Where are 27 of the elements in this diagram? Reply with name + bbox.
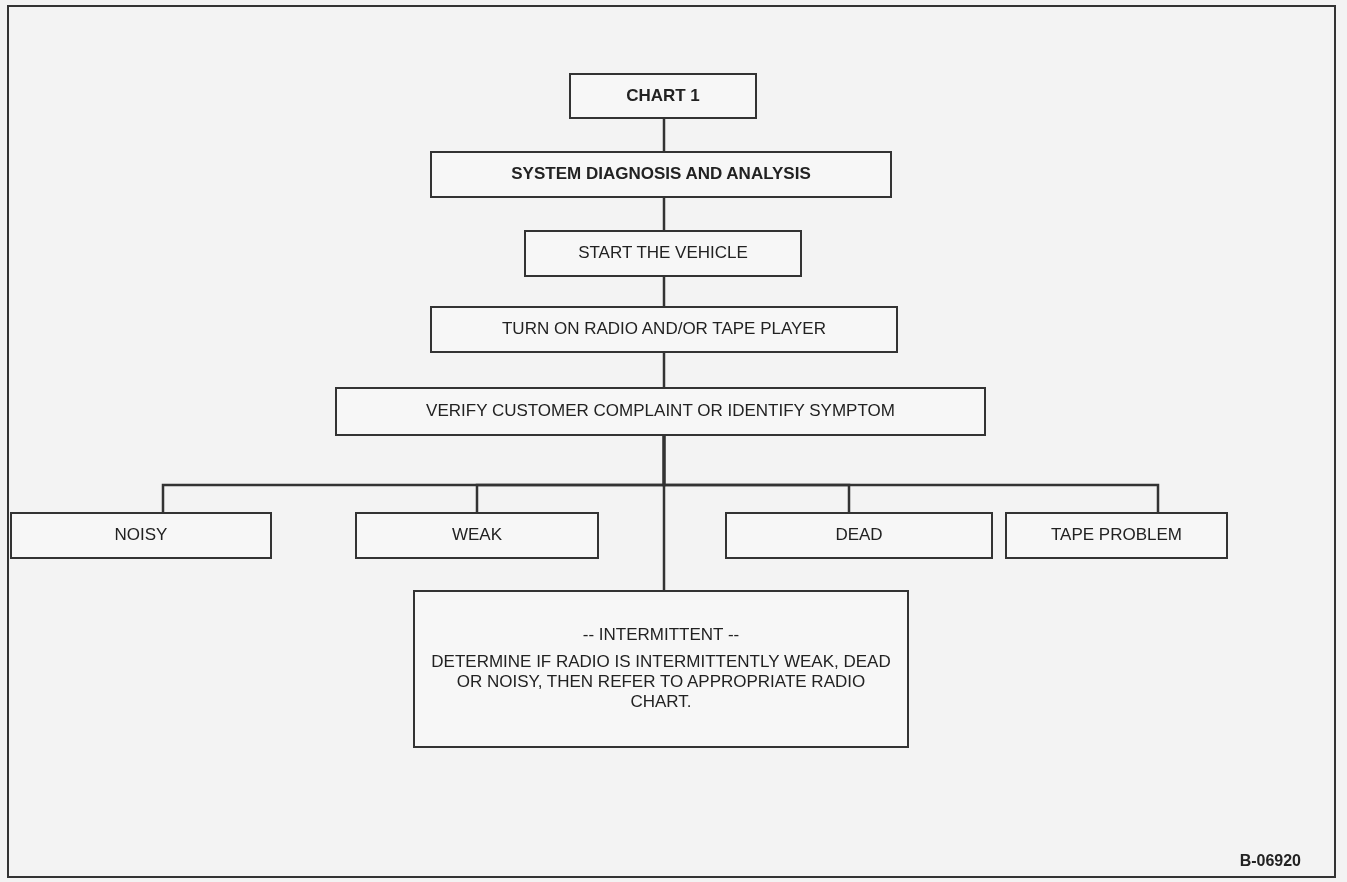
process-box <box>430 151 892 198</box>
process-box <box>413 590 909 748</box>
box-label: NOISY <box>114 525 168 546</box>
box-heading: -- INTERMITTENT -- <box>582 625 740 646</box>
process-box <box>335 387 986 436</box>
process-box <box>569 73 757 119</box>
figure-code: B-06920 <box>1239 852 1301 870</box>
connector-line <box>662 436 666 590</box>
box-label: CHART 1 <box>626 85 700 107</box>
connector-line <box>662 353 666 387</box>
box-label: TAPE PROBLEM <box>1051 525 1182 546</box>
box-text: DETERMINE IF RADIO IS INTERMITTENTLY WEAK, DEAD OR NOISY, THEN REFER TO APPROPRIATE RADIO CHART. <box>430 651 892 713</box>
process-box <box>10 512 272 559</box>
process-box <box>1005 512 1228 559</box>
box-label: TURN ON RADIO AND/OR TAPE PLAYER <box>502 319 826 340</box>
box-label: DEAD <box>835 525 883 546</box>
box-label: START THE VEHICLE <box>578 243 748 264</box>
process-box <box>355 512 599 559</box>
box-label: VERIFY CUSTOMER COMPLAINT OR IDENTIFY SYMPTOM <box>426 401 895 422</box>
connector-line <box>662 119 666 151</box>
box-label: WEAK <box>451 525 503 546</box>
process-box <box>430 306 898 353</box>
process-box <box>725 512 993 559</box>
process-box <box>524 230 802 277</box>
connector-line <box>662 198 666 230</box>
box-label: SYSTEM DIAGNOSIS AND ANALYSIS <box>511 164 811 185</box>
connector-line <box>662 277 666 306</box>
